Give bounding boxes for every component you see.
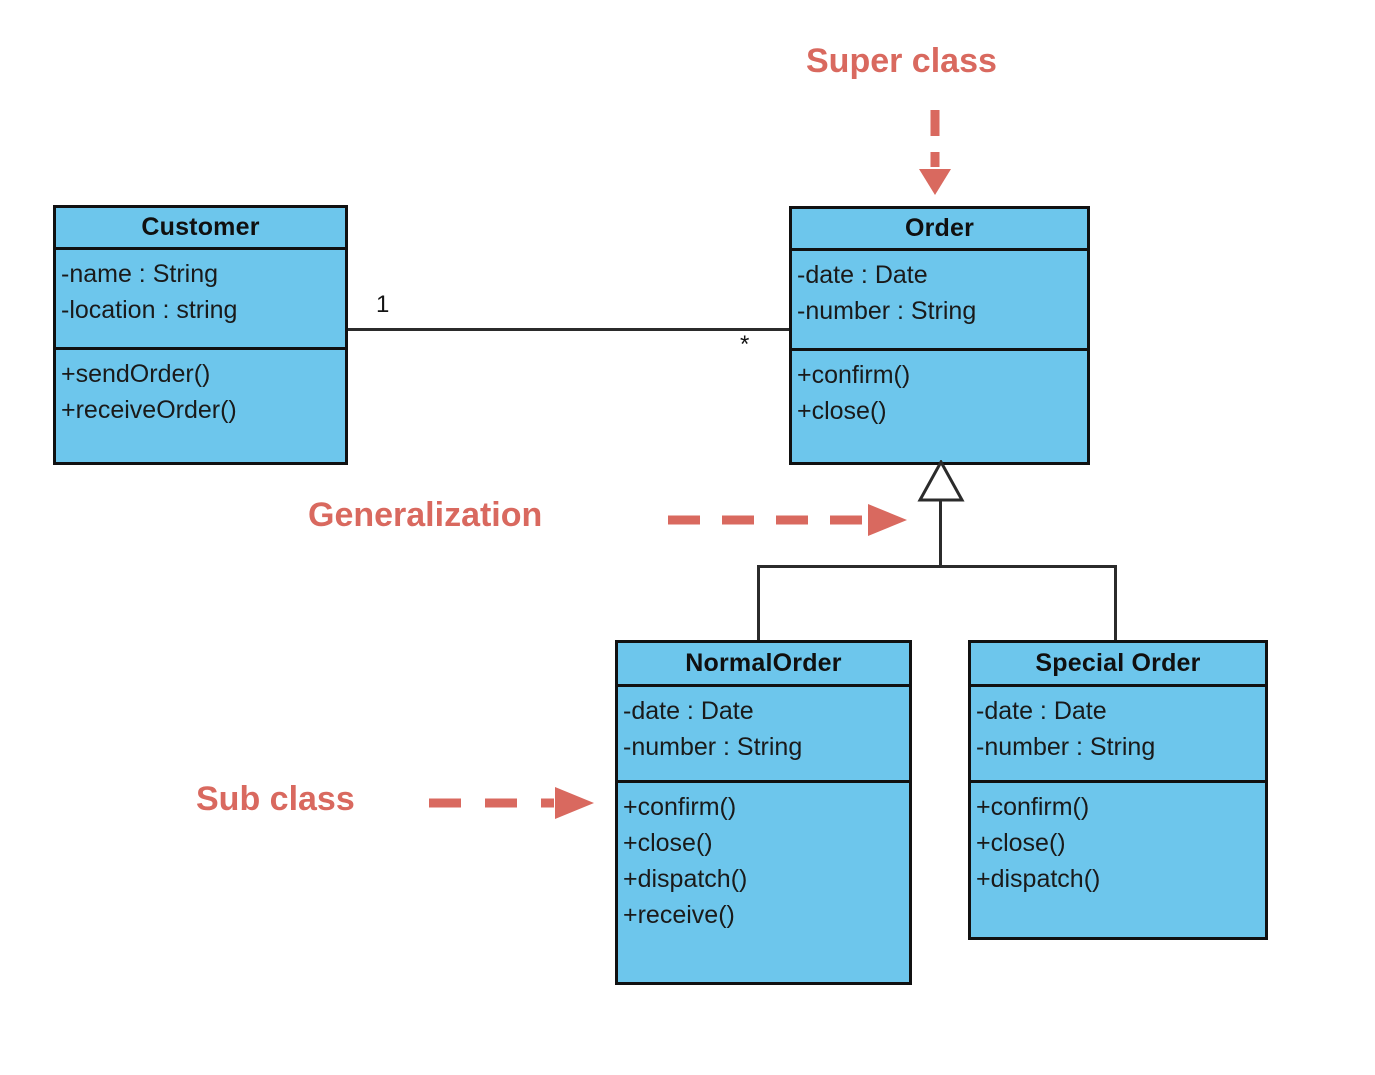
uml-method: +receiveOrder() [61, 396, 237, 424]
uml-class-specialorder-attributes: -date : Date -number : String [971, 687, 1265, 783]
association-multiplicity-source: 1 [376, 291, 390, 318]
uml-class-normalorder-methods: +confirm() +close() +dispatch() +receive… [618, 783, 909, 982]
uml-method: +sendOrder() [61, 360, 211, 388]
uml-class-specialorder[interactable]: Special Order -date : Date -number : Str… [968, 640, 1268, 940]
uml-attribute: -date : Date [797, 261, 928, 289]
uml-class-specialorder-title: Special Order [971, 643, 1265, 687]
annotation-super-class-label: Super class [806, 42, 997, 80]
annotation-generalization-dashed-right-arrow-icon [668, 504, 907, 536]
association-line-customer-order [348, 328, 789, 331]
annotation-sub-class-dashed-right-arrow-icon [429, 787, 594, 819]
uml-class-customer-attributes: -name : String -location : string [56, 250, 345, 350]
generalization-branch-normalorder [757, 565, 760, 643]
uml-attribute: -location : string [61, 296, 238, 324]
uml-attribute: -date : Date [623, 697, 754, 725]
uml-method: +confirm() [623, 793, 737, 821]
uml-attribute: -number : String [623, 733, 803, 761]
uml-method: +close() [797, 397, 887, 425]
uml-class-customer-title: Customer [56, 208, 345, 250]
annotation-generalization-label: Generalization [308, 496, 543, 534]
generalization-stem [939, 500, 942, 568]
uml-attribute: -number : String [797, 297, 977, 325]
uml-method: +close() [623, 829, 713, 857]
uml-class-normalorder-title: NormalOrder [618, 643, 909, 687]
uml-method: +dispatch() [623, 865, 748, 893]
uml-method: +confirm() [976, 793, 1090, 821]
uml-class-customer-methods: +sendOrder() +receiveOrder() [56, 350, 345, 462]
uml-class-order-methods: +confirm() +close() [792, 351, 1087, 462]
uml-method: +receive() [623, 901, 735, 929]
uml-class-normalorder[interactable]: NormalOrder -date : Date -number : Strin… [615, 640, 912, 985]
annotation-sub-class-label: Sub class [196, 780, 355, 818]
uml-method: +dispatch() [976, 865, 1101, 893]
uml-attribute: -number : String [976, 733, 1156, 761]
annotation-super-class-dashed-down-arrow-icon [919, 110, 951, 195]
association-multiplicity-target: * [740, 331, 750, 358]
uml-class-specialorder-methods: +confirm() +close() +dispatch() [971, 783, 1265, 937]
generalization-branch-bar [757, 565, 1117, 568]
uml-class-normalorder-attributes: -date : Date -number : String [618, 687, 909, 783]
uml-class-order[interactable]: Order -date : Date -number : String +con… [789, 206, 1090, 465]
uml-method: +close() [976, 829, 1066, 857]
uml-attribute: -date : Date [976, 697, 1107, 725]
uml-attribute: -name : String [61, 260, 219, 288]
uml-class-order-attributes: -date : Date -number : String [792, 251, 1087, 351]
uml-method: +confirm() [797, 361, 911, 389]
uml-class-order-title: Order [792, 209, 1087, 251]
generalization-branch-specialorder [1114, 565, 1117, 643]
uml-class-customer[interactable]: Customer -name : String -location : stri… [53, 205, 348, 465]
generalization-hollow-triangle-icon [917, 460, 965, 502]
